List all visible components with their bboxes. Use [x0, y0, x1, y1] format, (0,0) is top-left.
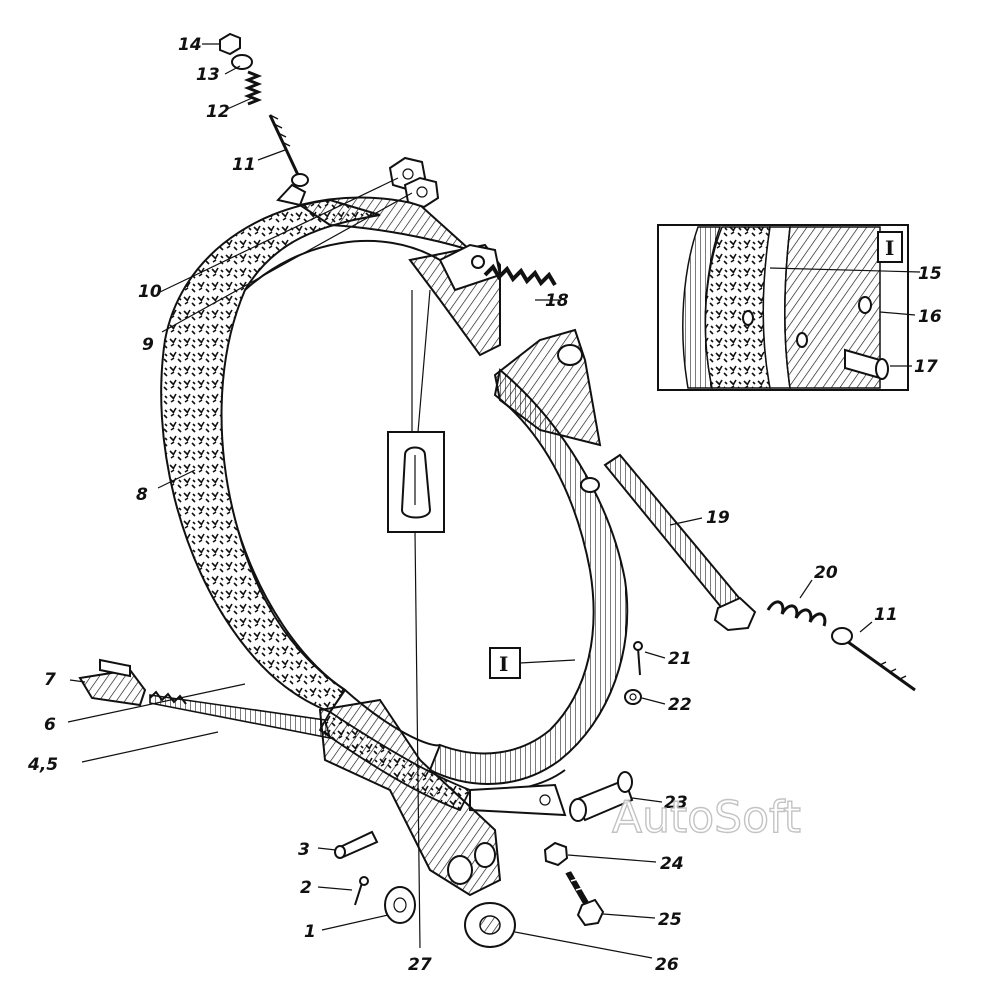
label-2: 2 [300, 878, 312, 898]
label-17: 17 [914, 357, 938, 377]
label-21: 21 [668, 649, 692, 669]
label-14: 14 [178, 35, 202, 55]
small-parts-1-2-3 [334, 830, 416, 924]
label-25: 25 [658, 910, 682, 930]
nuts-9-10 [388, 156, 440, 209]
label-1: 1 [304, 922, 316, 942]
friction-lining [160, 198, 381, 714]
label-6: 6 [44, 715, 56, 735]
cotter-21-washer-22 [624, 641, 643, 705]
label-15: 15 [918, 264, 942, 284]
label-26: 26 [655, 955, 679, 975]
label-12: 12 [206, 102, 230, 122]
section-inset [657, 224, 909, 391]
leader-lines [67, 43, 921, 959]
band-section-box [489, 647, 521, 679]
label-4-5: 4,5 [27, 755, 58, 775]
spring-20-and-bolt-11 [766, 600, 916, 692]
pin-27-callout [387, 289, 445, 949]
label-27: 27 [408, 955, 432, 975]
watermark-text: AutoSoft [612, 792, 801, 843]
label-13: 13 [196, 65, 220, 85]
label-9: 9 [142, 335, 154, 355]
label-24: 24 [660, 854, 684, 874]
washer-26 [464, 902, 516, 948]
bolt-19 [603, 453, 757, 632]
label-11-right: 11 [874, 605, 898, 625]
label-20: 20 [814, 563, 838, 583]
label-19: 19 [706, 508, 730, 528]
callout-labels: 14 13 12 11 10 9 8 7 6 4,5 3 2 1 27 18 1… [27, 35, 942, 975]
label-8: 8 [136, 485, 148, 505]
top-adjuster [219, 32, 309, 207]
lever-arm [318, 698, 502, 897]
label-10: 10 [138, 282, 162, 302]
label-16: 16 [918, 307, 942, 327]
bracket-and-pin-23 [469, 771, 634, 822]
label-3: 3 [298, 840, 310, 860]
label-11-top: 11 [232, 155, 256, 175]
spring-18 [483, 263, 557, 287]
section-mark-band: I [499, 652, 508, 676]
nut-24-bolt-25 [543, 841, 605, 927]
right-end-lug [493, 328, 602, 493]
label-18: 18 [545, 291, 569, 311]
upper-bracket [408, 243, 502, 357]
label-22: 22 [668, 695, 692, 715]
label-7: 7 [44, 670, 56, 690]
section-mark-inset: I [885, 236, 894, 260]
rod-assembly-4-5-6-7 [78, 658, 332, 740]
label-23: 23 [664, 793, 688, 813]
